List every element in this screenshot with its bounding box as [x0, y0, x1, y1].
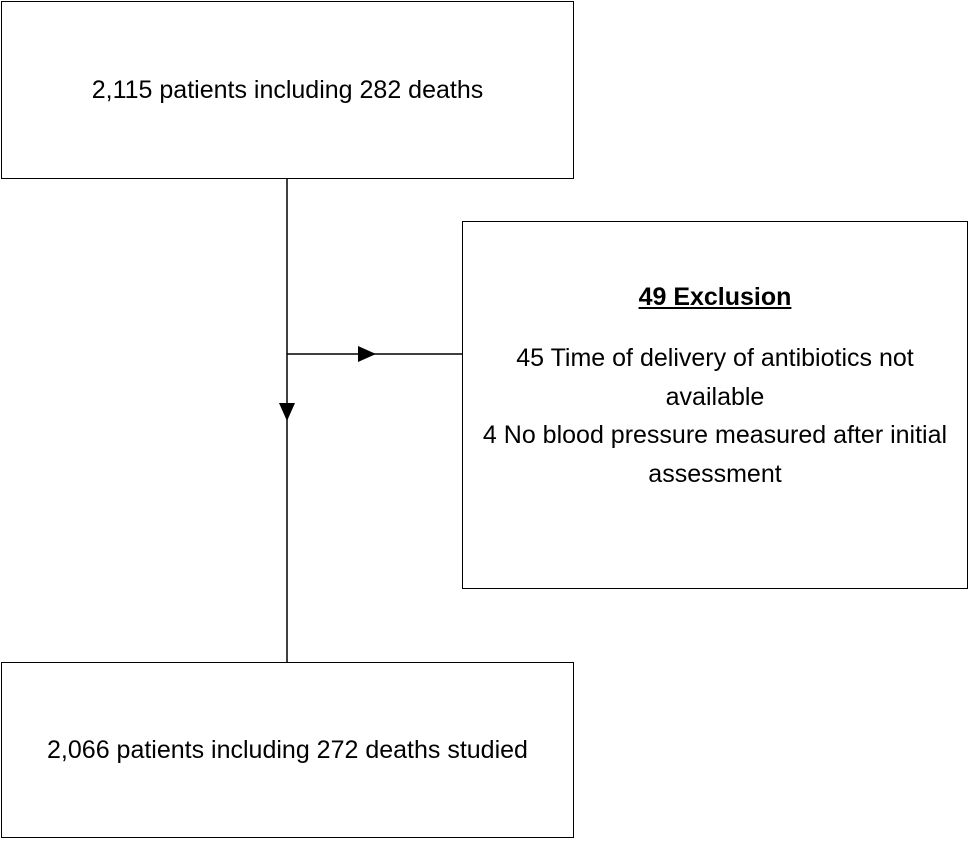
exclusion-heading: 49 Exclusion: [638, 283, 792, 311]
studied-population-text: 2,066 patients including 272 deaths stud…: [47, 735, 528, 764]
branch-arrowhead-icon: [358, 346, 376, 362]
start-population-text: 2,115 patients including 282 deaths: [91, 75, 484, 104]
exclusion-item-antibiotics: 45 Time of delivery of antibiotics not a…: [516, 343, 914, 411]
down-arrowhead-icon: [279, 403, 295, 421]
exclusion-box: 49 Exclusion 45 Time of delivery of anti…: [462, 221, 968, 589]
studied-population-box: 2,066 patients including 272 deaths stud…: [1, 662, 574, 838]
exclusion-item-blood-pressure: 4 No blood pressure measured after initi…: [482, 421, 948, 488]
start-population-box: 2,115 patients including 282 deaths: [1, 1, 574, 179]
